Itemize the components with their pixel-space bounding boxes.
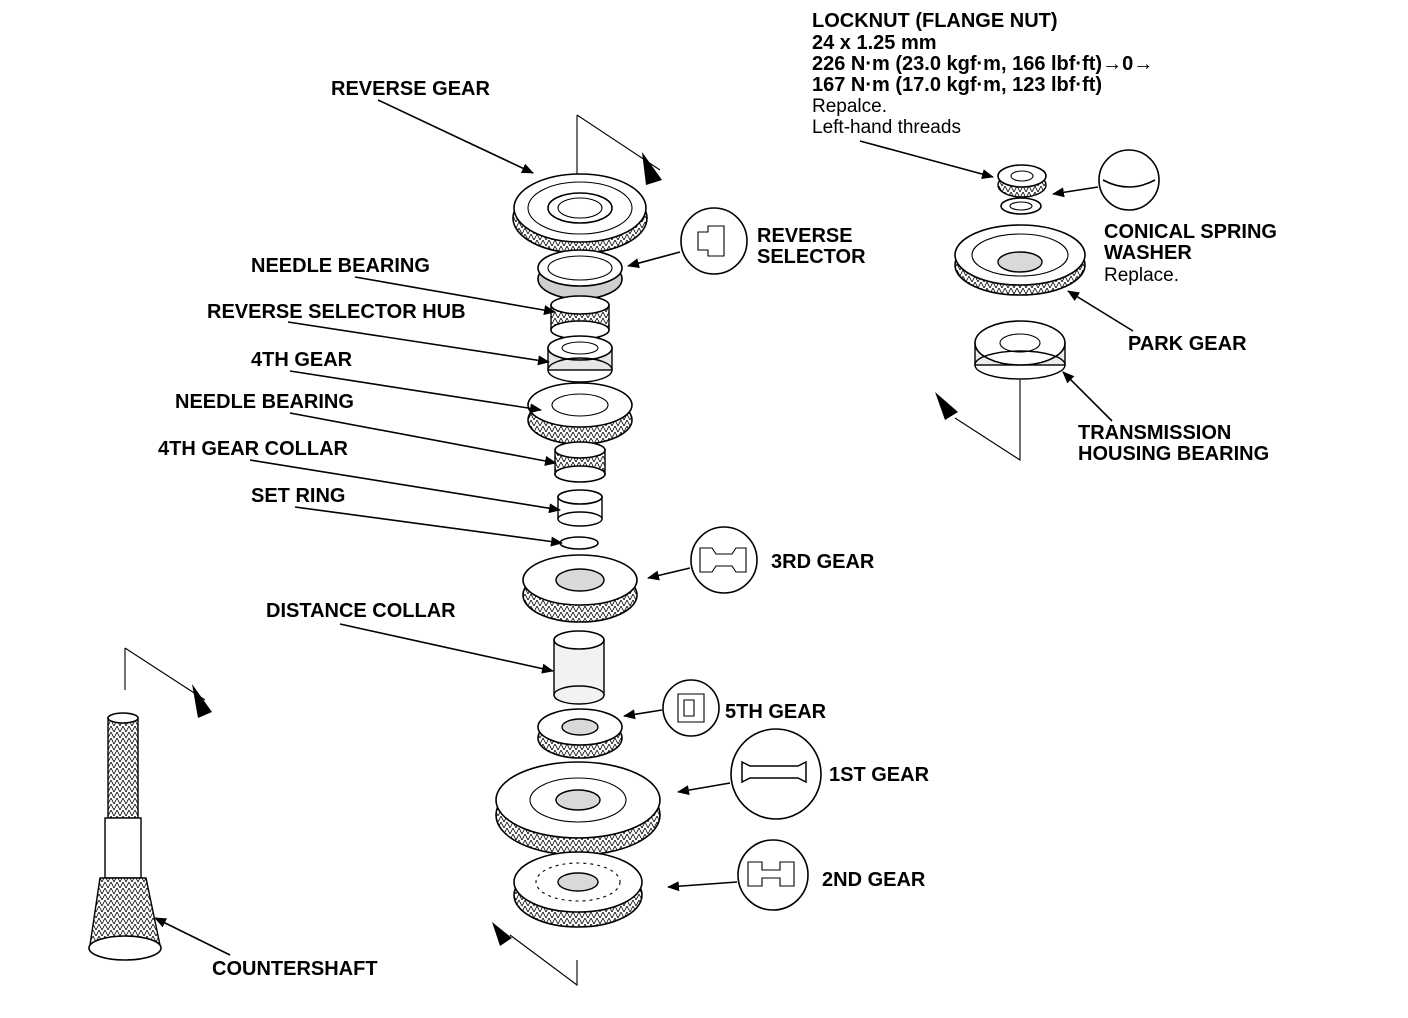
transmission-housing-bearing-label-line1: TRANSMISSION: [1078, 422, 1231, 444]
locknut-title: LOCKNUT (FLANGE NUT): [812, 10, 1058, 32]
reverse-selector-part: [537, 249, 623, 300]
fourth-gear-collar-part: [557, 489, 603, 527]
distance-collar-label: DISTANCE COLLAR: [266, 600, 456, 622]
needle-bearing-upper-label: NEEDLE BEARING: [251, 255, 430, 277]
third-gear-label: 3RD GEAR: [771, 551, 875, 573]
reverse-selector-label-line1: REVERSE: [757, 225, 853, 247]
needle-bearing-upper-part: [550, 295, 610, 340]
fourth-gear-label: 4TH GEAR: [251, 349, 353, 371]
reverse-gear-label: REVERSE GEAR: [331, 78, 490, 100]
reverse-selector-label-line2: SELECTOR: [757, 246, 866, 268]
right-axis: [935, 380, 1021, 462]
park-gear-part: [954, 224, 1086, 296]
locknut-torque-2: 167 N·m (17.0 kgf·m, 123 lbf·ft): [812, 74, 1102, 96]
conical-spring-washer-callout-icon: [1098, 149, 1160, 211]
conical-spring-washer-part: [1000, 197, 1042, 215]
locknut-note-1: Repalce.: [812, 96, 887, 117]
countershaft-label: COUNTERSHAFT: [212, 958, 378, 980]
reverse-selector-callout-icon: [680, 207, 748, 275]
first-gear-part: [495, 761, 661, 856]
needle-bearing-lower-part: [554, 441, 606, 483]
needle-bearing-lower-label: NEEDLE BEARING: [175, 391, 354, 413]
conical-spring-washer-note: Replace.: [1104, 265, 1179, 286]
locknut-size: 24 x 1.25 mm: [812, 32, 937, 54]
reverse-selector-hub-part: [547, 335, 613, 383]
main-axis: [492, 114, 662, 987]
first-gear-label: 1ST GEAR: [829, 764, 930, 786]
second-gear-callout-icon: [737, 839, 809, 911]
countershaft-part: [88, 647, 212, 961]
fifth-gear-part: [537, 708, 623, 759]
second-gear-part: [513, 851, 643, 928]
park-gear-label: PARK GEAR: [1128, 333, 1247, 355]
first-gear-callout-icon: [730, 728, 822, 820]
transmission-housing-bearing-part: [974, 320, 1066, 380]
fourth-gear-part: [527, 382, 633, 445]
reverse-gear-part: [512, 173, 648, 254]
locknut-torque-1: 226 N·m (23.0 kgf·m, 166 lbf·ft)→0→: [812, 53, 1153, 75]
fourth-gear-collar-label: 4TH GEAR COLLAR: [158, 438, 349, 460]
leader-lines: [154, 99, 1134, 956]
third-gear-callout-icon: [690, 526, 758, 594]
locknut-part: [997, 164, 1047, 198]
set-ring-label: SET RING: [251, 485, 345, 507]
fifth-gear-callout-icon: [662, 679, 720, 737]
fifth-gear-label: 5TH GEAR: [725, 701, 827, 723]
reverse-selector-hub-label: REVERSE SELECTOR HUB: [207, 301, 466, 323]
third-gear-part: [522, 554, 638, 623]
distance-collar-part: [553, 630, 605, 705]
conical-spring-washer-label-line2: WASHER: [1104, 242, 1192, 264]
second-gear-label: 2ND GEAR: [822, 869, 926, 891]
set-ring-part: [559, 536, 599, 550]
transmission-housing-bearing-label-line2: HOUSING BEARING: [1078, 443, 1269, 465]
locknut-note-2: Left-hand threads: [812, 117, 961, 138]
conical-spring-washer-label-line1: CONICAL SPRING: [1104, 221, 1277, 243]
